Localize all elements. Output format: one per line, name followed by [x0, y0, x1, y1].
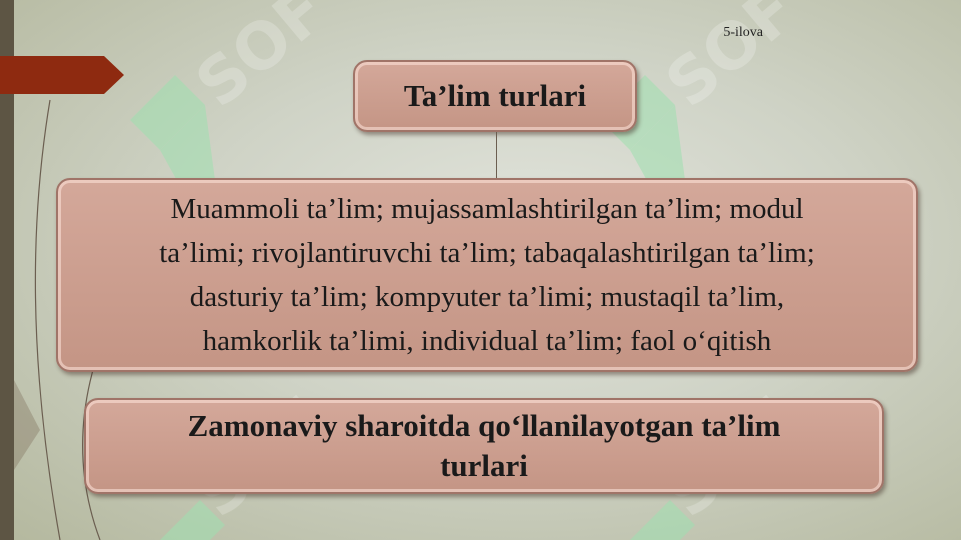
title-box: Ta’lim turlari — [353, 60, 637, 132]
appendix-label: 5-ilova — [723, 25, 763, 40]
list-line: Muammoli ta’lim; mujassamlashtirilgan ta… — [170, 193, 804, 225]
caption-box: Zamonaviy sharoitda qo‘llanilayotgan ta’… — [84, 398, 884, 494]
caption-line: turlari — [440, 448, 528, 483]
arrow-tab-shape — [0, 56, 124, 94]
svg-text:SOF: SOF — [653, 0, 811, 122]
title-text: Ta’lim turlari — [403, 78, 587, 113]
svg-text:SOF: SOF — [183, 0, 341, 122]
list-text: Muammoli ta’lim; mujassamlashtirilgan ta… — [159, 187, 815, 363]
education-types-list-box: Muammoli ta’lim; mujassamlashtirilgan ta… — [56, 178, 918, 372]
caption-line: Zamonaviy sharoitda qo‘llanilayotgan ta’… — [187, 408, 781, 443]
left-accent-bar — [0, 0, 14, 540]
connector-line — [496, 132, 497, 180]
list-line: ta’limi; rivojlantiruvchi ta’lim; tabaqa… — [159, 237, 815, 269]
list-line: hamkorlik ta’limi, individual ta’lim; fa… — [202, 325, 772, 357]
list-line: dasturiy ta’lim; kompyuter ta’limi; must… — [189, 281, 785, 313]
caption-text: Zamonaviy sharoitda qo‘llanilayotgan ta’… — [188, 406, 781, 486]
